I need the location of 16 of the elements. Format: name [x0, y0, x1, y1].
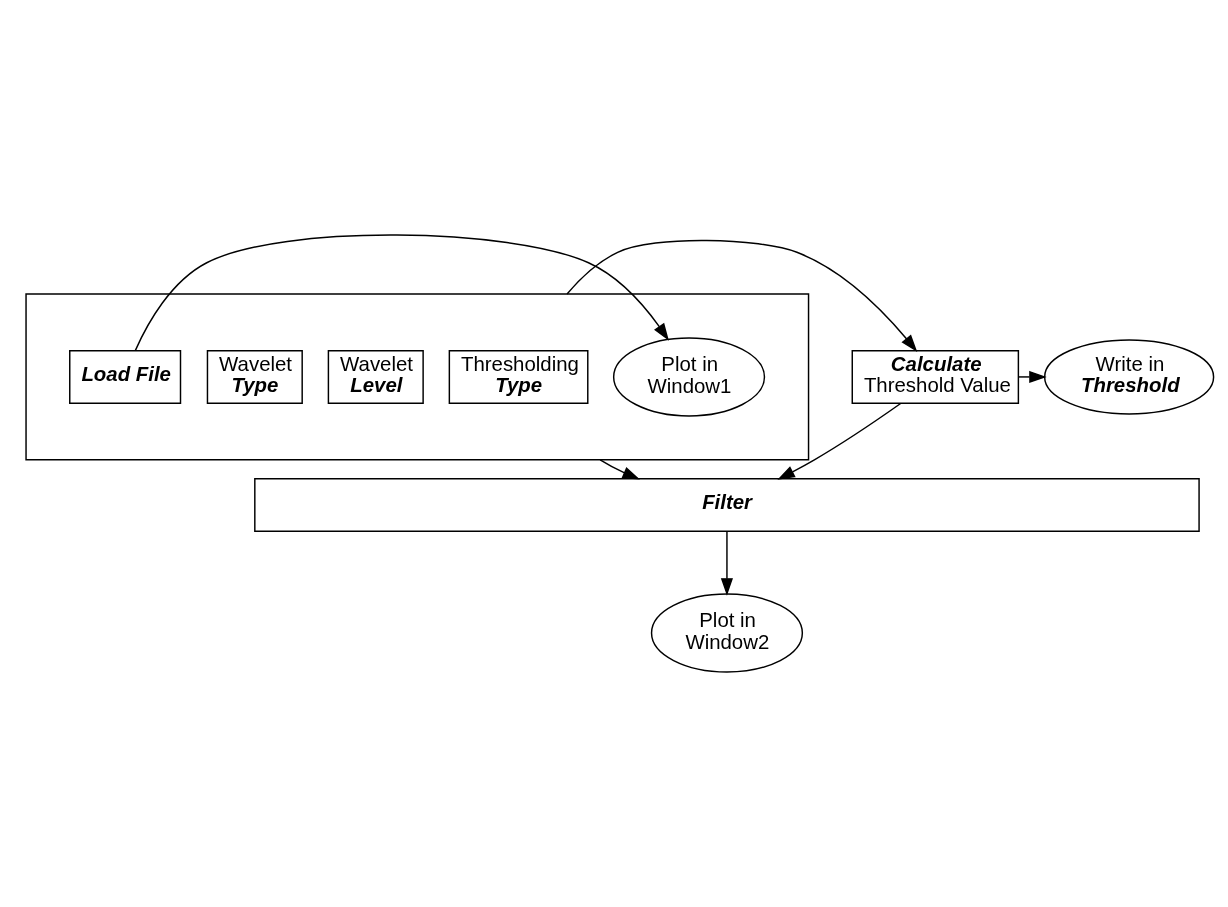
node-ellipse: Plot in Window2 — [650, 593, 804, 673]
arrow — [1017, 370, 1047, 384]
arrow — [134, 234, 669, 352]
arrow — [599, 459, 640, 480]
node-box: Calculate Threshold Value — [851, 349, 1020, 404]
arrow — [720, 531, 734, 596]
node-box: Thresholding Type — [448, 349, 589, 404]
node-ellipse: Plot in Window1 — [612, 337, 766, 417]
arrow — [777, 402, 902, 480]
cluster — [25, 293, 810, 461]
node-ellipse: Write in Threshold — [1043, 339, 1215, 415]
node-box: Filter — [254, 478, 1200, 532]
arrow — [566, 239, 918, 353]
node-box: Load File — [69, 349, 182, 404]
node-box: Wavelet Type — [206, 349, 303, 404]
node-box: Wavelet Level — [327, 349, 424, 404]
